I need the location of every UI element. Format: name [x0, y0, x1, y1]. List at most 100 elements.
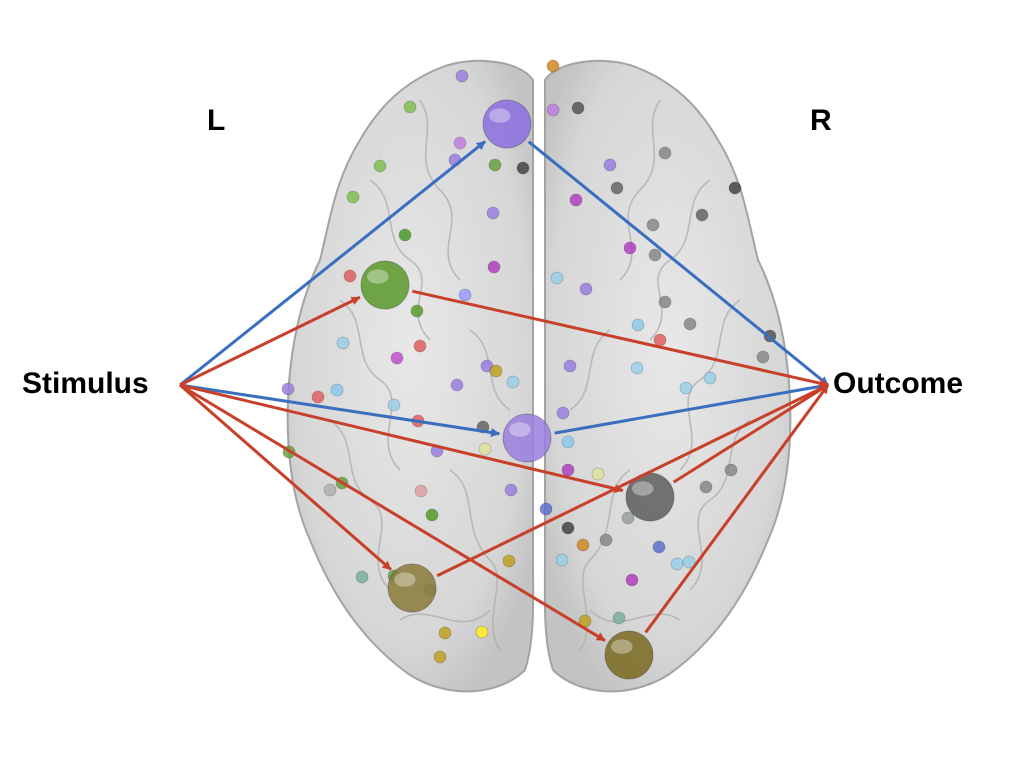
edge-hub-left-occipital-to-outcome	[436, 383, 829, 578]
outcome-label: Outcome	[833, 367, 964, 400]
right-hemisphere-label: R	[810, 104, 832, 137]
brain-node	[653, 333, 667, 347]
brain-node	[433, 650, 447, 664]
brain-node	[652, 540, 666, 554]
brain-node	[450, 378, 464, 392]
brain-node	[458, 288, 472, 302]
brain-node	[475, 625, 489, 639]
brain-node	[438, 626, 452, 640]
edge-stimulus-to-hub-left-occipital	[179, 383, 392, 571]
brain-node	[724, 463, 738, 477]
brain-node	[610, 181, 624, 195]
brain-node	[658, 146, 672, 160]
hub-left-frontal-highlight	[367, 269, 389, 284]
brain-node	[569, 193, 583, 207]
hub-left-occipital-highlight	[394, 572, 416, 587]
brain-node	[561, 521, 575, 535]
edge-hub-right-parietal-to-outcome	[672, 383, 829, 484]
brain-node	[323, 483, 337, 497]
brain-node	[546, 59, 560, 73]
brain-node	[670, 557, 684, 571]
edge-hub-left-frontal-to-outcome	[411, 289, 829, 388]
brain-node	[487, 260, 501, 274]
brain-node	[281, 382, 295, 396]
brain-node	[478, 442, 492, 456]
left-hemisphere-label: L	[207, 104, 226, 137]
brain-node	[311, 390, 325, 404]
edge-stimulus-to-hub-left-frontal	[179, 295, 361, 387]
brain-node	[502, 554, 516, 568]
brain-node	[599, 533, 613, 547]
brain-node	[561, 435, 575, 449]
brain-node	[682, 555, 696, 569]
hub-right-parietal-highlight	[632, 481, 654, 496]
brain-node	[756, 350, 770, 364]
brain-node	[330, 383, 344, 397]
brain-node	[488, 158, 502, 172]
edge-stimulus-to-hub-central-midline	[179, 383, 501, 437]
hub-left-frontal-node	[360, 260, 410, 310]
brain-node	[728, 181, 742, 195]
brain-node	[550, 271, 564, 285]
edge-stimulus-to-hub-frontal-midline	[179, 140, 487, 387]
hub-central-midline-node	[502, 413, 552, 463]
brain-node	[563, 359, 577, 373]
brain-node	[625, 573, 639, 587]
edge-stimulus-to-hub-right-parietal	[179, 383, 624, 493]
brain-node	[555, 553, 569, 567]
brain-node	[516, 161, 530, 175]
brain-node	[556, 406, 570, 420]
brain-node	[695, 208, 709, 222]
brain-node	[539, 502, 553, 516]
edges	[179, 140, 830, 642]
brain-node	[425, 508, 439, 522]
brain-node	[576, 538, 590, 552]
brain-node	[403, 100, 417, 114]
hub-frontal-midline-highlight	[489, 108, 511, 123]
brain-node	[343, 269, 357, 283]
brain-node	[453, 136, 467, 150]
brain-node	[703, 371, 717, 385]
brain-node	[679, 381, 693, 395]
brain-node	[623, 241, 637, 255]
hub-left-occipital-node	[387, 563, 437, 613]
brain-node	[486, 206, 500, 220]
brain-node	[410, 304, 424, 318]
brain-node	[612, 611, 626, 625]
brain-node	[506, 375, 520, 389]
hub-nodes	[360, 99, 675, 680]
brain-node	[630, 361, 644, 375]
edge-hub-right-occipital-to-outcome	[644, 384, 830, 634]
small-nodes	[281, 59, 777, 664]
hub-right-occipital-node	[604, 630, 654, 680]
brain-node	[373, 159, 387, 173]
brain-node	[648, 248, 662, 262]
brain-node	[699, 480, 713, 494]
brain-node	[398, 228, 412, 242]
edge-stimulus-to-hub-right-occipital	[179, 383, 606, 642]
edge-hub-central-midline-to-outcome	[554, 381, 829, 435]
brain-node	[591, 467, 605, 481]
brain-node	[455, 69, 469, 83]
brain-node	[387, 398, 401, 412]
brain-node	[355, 570, 369, 584]
brain-node	[504, 483, 518, 497]
brain-node	[489, 364, 503, 378]
brain-node	[336, 336, 350, 350]
edge-hub-frontal-midline-to-outcome	[527, 140, 829, 387]
brain-node	[603, 158, 617, 172]
brain-node	[413, 339, 427, 353]
brain-node	[546, 103, 560, 117]
brain-node	[658, 295, 672, 309]
stimulus-label: Stimulus	[22, 367, 149, 400]
brain-node	[579, 282, 593, 296]
brain-node	[571, 101, 585, 115]
hub-frontal-midline-node	[482, 99, 532, 149]
brain-node	[646, 218, 660, 232]
brain-node	[390, 351, 404, 365]
brain-node	[414, 484, 428, 498]
hub-right-occipital-highlight	[611, 639, 633, 654]
brain-node	[346, 190, 360, 204]
